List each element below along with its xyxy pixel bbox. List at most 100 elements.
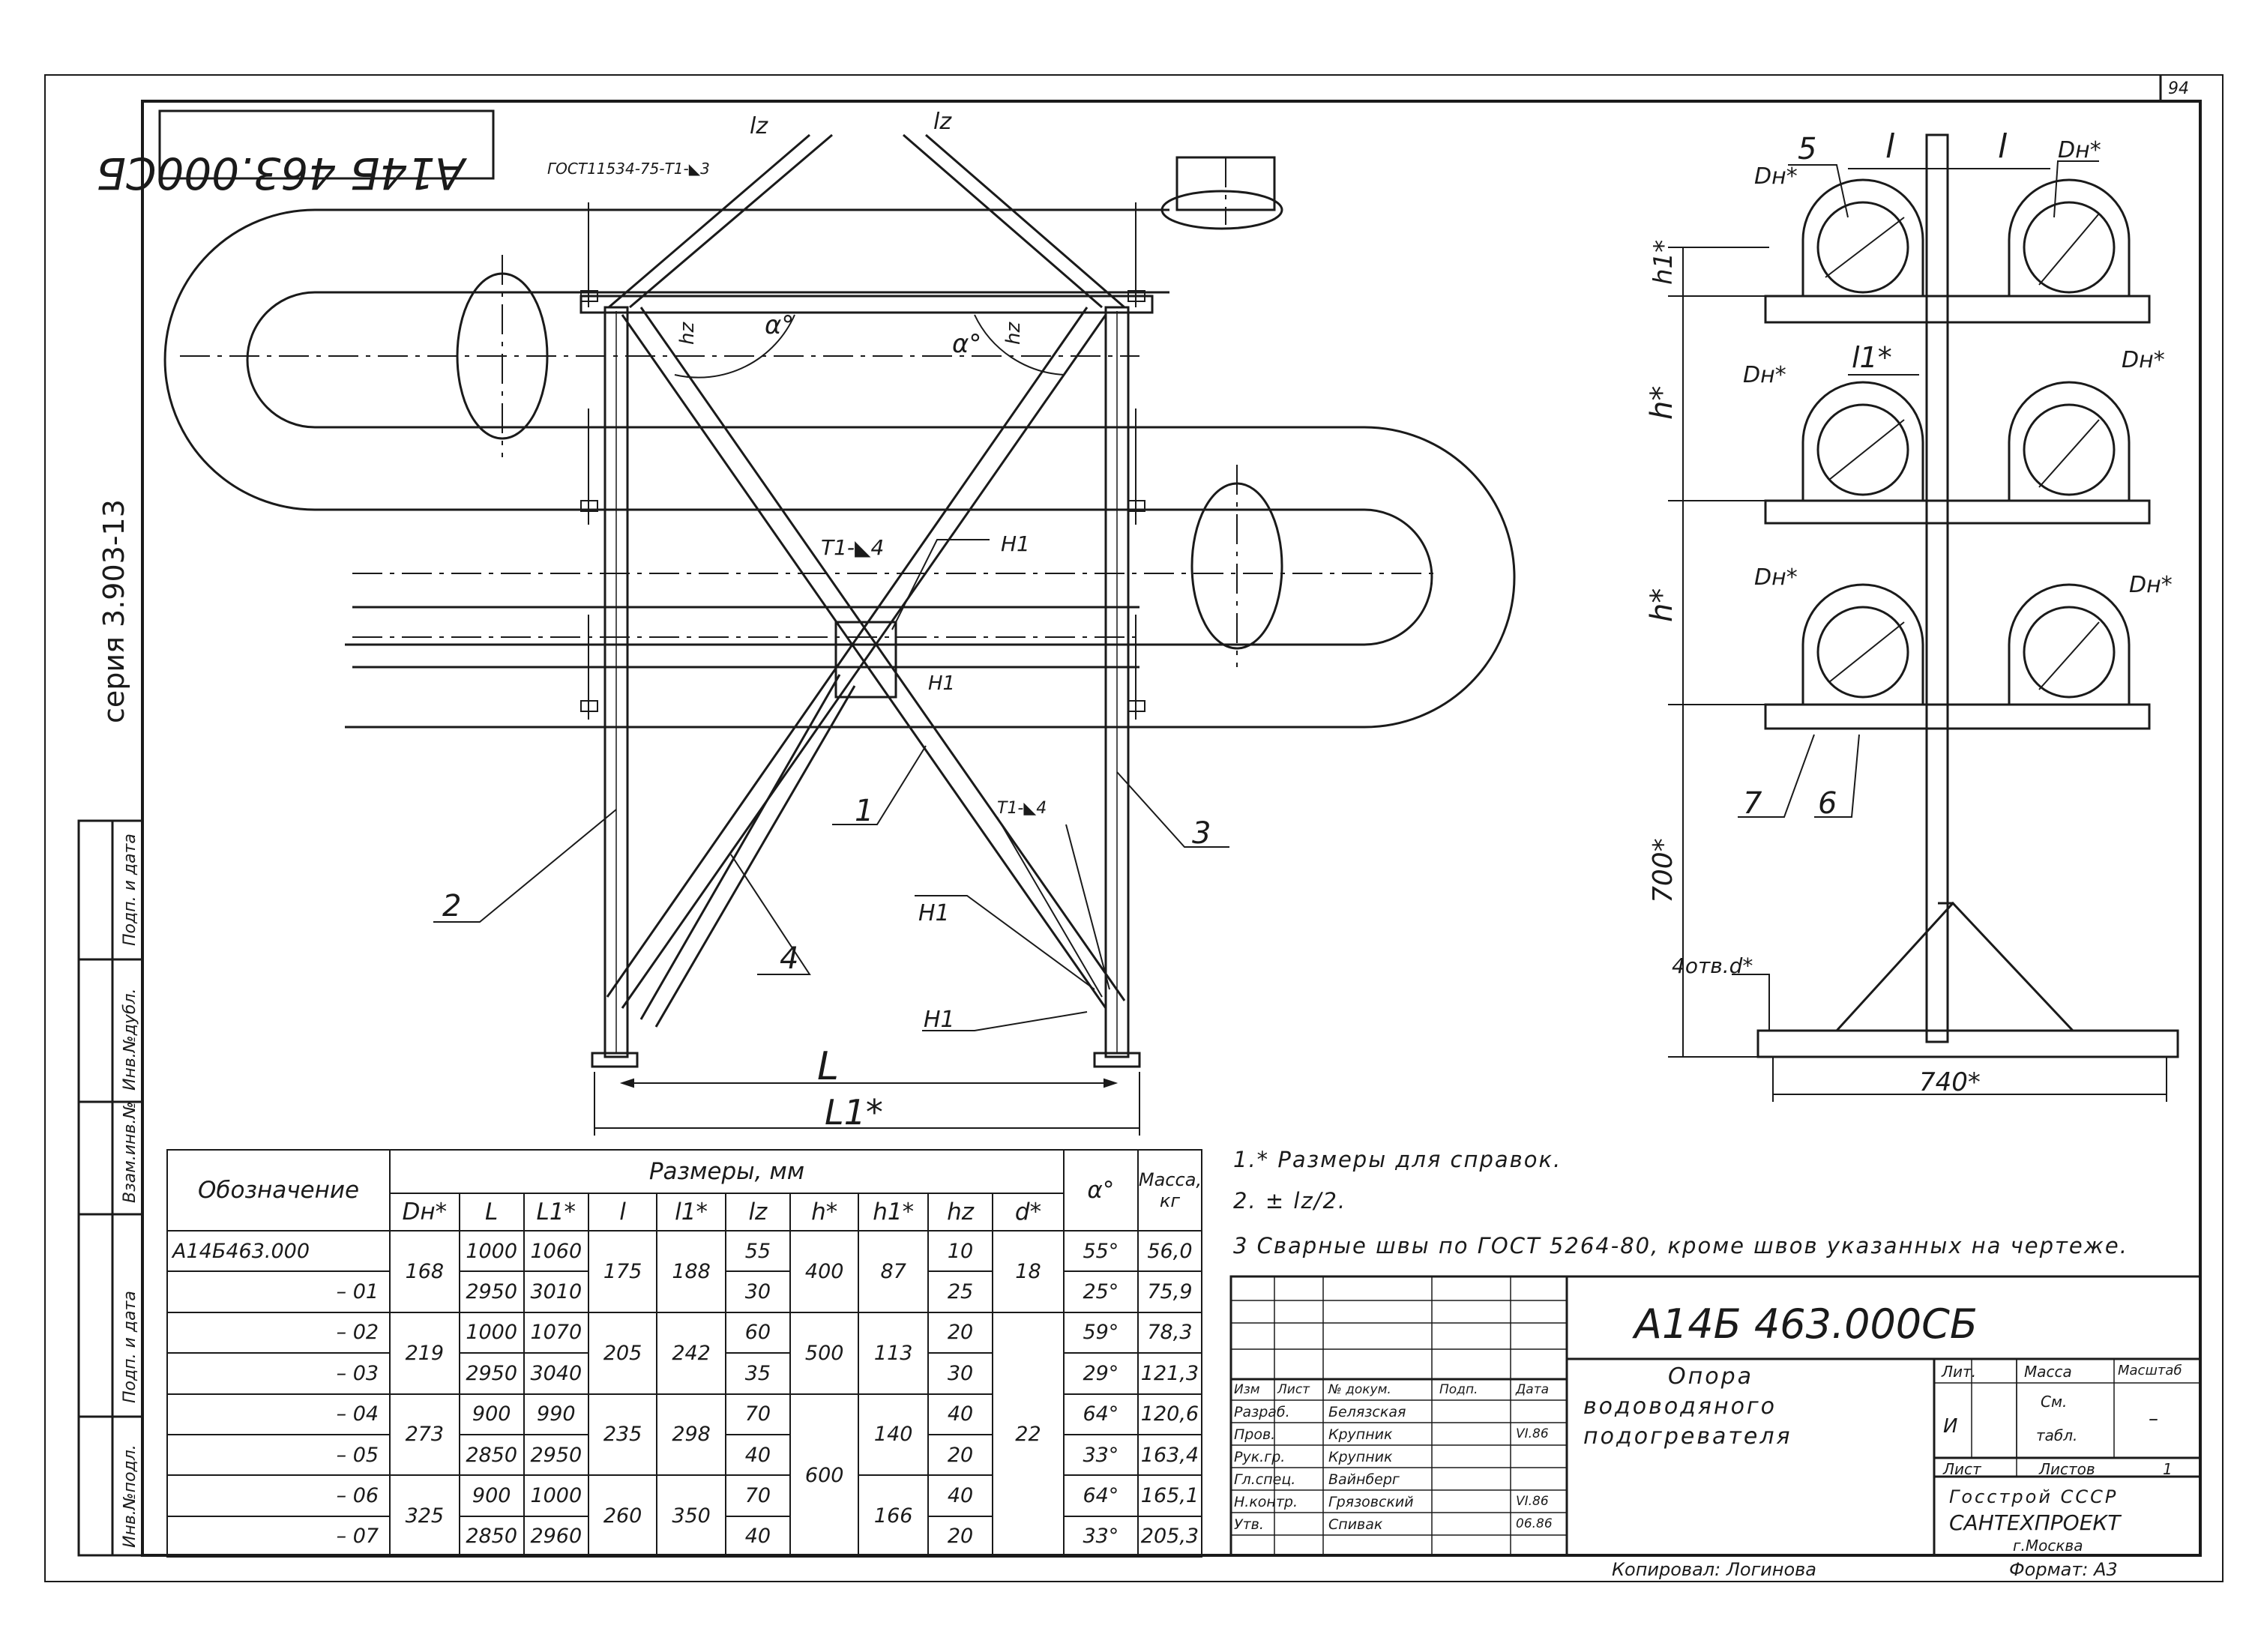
cell-hz: 40 — [927, 1393, 994, 1435]
h1-label-d: Н1 — [924, 1007, 955, 1033]
cell-h1: 87 — [858, 1230, 929, 1313]
cell-lz: 40 — [724, 1515, 791, 1558]
tb-role-6: Утв. — [1234, 1516, 1264, 1533]
cell-h: 400 — [789, 1230, 860, 1313]
copied-by: Копировал: Логинова — [1612, 1559, 1816, 1580]
dim-l-label: L — [817, 1044, 839, 1089]
cell-l1: 298 — [656, 1393, 726, 1477]
cell-L1: 1070 — [523, 1311, 589, 1354]
row-name: – 01 — [166, 1270, 391, 1313]
dn-label-3: Dн* — [1743, 362, 1786, 388]
dn-label-5: Dн* — [1754, 564, 1798, 591]
tb-role-2: Пров. — [1234, 1426, 1276, 1443]
tb-date-3: 06.86 — [1516, 1516, 1553, 1531]
tb-role-5: Н.контр. — [1234, 1494, 1298, 1510]
row-name: – 03 — [166, 1352, 391, 1395]
h1-label-b: Н1 — [928, 672, 955, 695]
cell-dn: 219 — [389, 1311, 460, 1395]
cell-hz: 20 — [927, 1311, 994, 1354]
position-6: 6 — [1818, 786, 1837, 821]
tb-sheet-header: Лист — [1943, 1460, 1981, 1478]
cell-alpha: 64° — [1062, 1393, 1139, 1435]
table-row: – 01 2950 3010 30 25 25° 75,9 — [166, 1270, 1203, 1313]
cell-mass: 163,4 — [1136, 1433, 1203, 1477]
position-2: 2 — [442, 889, 461, 923]
row-name: А14Б463.000 — [166, 1229, 391, 1273]
table-row: – 03 2950 3040 35 30 29° 121,3 — [166, 1352, 1203, 1395]
col-dn: Dн* — [389, 1193, 460, 1232]
table-row: – 05 2850 2950 40 20 33° 163,4 — [166, 1433, 1203, 1477]
cell-L1: 1000 — [523, 1474, 589, 1517]
position-3: 3 — [1192, 816, 1211, 851]
weld-t1b-label: Т1-◣4 — [997, 799, 1047, 818]
header-sizes: Размеры, мм — [389, 1149, 1065, 1194]
tb-mass-value-1: См. — [2041, 1393, 2068, 1411]
cell-lz: 70 — [724, 1474, 791, 1517]
row-name: – 02 — [166, 1311, 391, 1354]
side-h-b: h* — [1645, 588, 1679, 622]
cell-d: 18 — [992, 1230, 1065, 1313]
title-block-code: А14Б 463.000СБ — [1634, 1300, 1978, 1348]
col-l1: l1* — [656, 1193, 726, 1232]
cell-alpha: 25° — [1062, 1270, 1139, 1313]
tb-sheets-value: 1 — [2163, 1460, 2173, 1478]
tb-header-list: Лист — [1277, 1382, 1310, 1397]
tb-name-3: Крупник — [1328, 1449, 1393, 1465]
cell-lz: 60 — [724, 1311, 791, 1354]
stamp-podp-data: Подп. и дата — [121, 1291, 139, 1403]
cell-L1: 990 — [523, 1393, 589, 1435]
cell-l: 205 — [587, 1311, 658, 1395]
cell-L: 2850 — [458, 1433, 525, 1477]
dim-l1-label: L1* — [825, 1092, 883, 1133]
tb-name-6: Спивак — [1328, 1516, 1383, 1533]
tb-org-1: Госстрой СССР — [1949, 1486, 2119, 1507]
col-d: d* — [992, 1193, 1065, 1232]
cell-alpha: 59° — [1062, 1311, 1139, 1354]
table-row: – 02 219 1000 1070 205 242 60 500 113 20… — [166, 1311, 1203, 1558]
cell-lz: 70 — [724, 1393, 791, 1435]
cell-l1: 350 — [656, 1474, 726, 1558]
side-holes: 4отв.d* — [1672, 953, 1753, 978]
cell-mass: 56,0 — [1136, 1229, 1203, 1273]
tb-org-2: САНТЕХПРОЕКТ — [1949, 1510, 2121, 1535]
tb-mass-header: Масса — [2024, 1363, 2072, 1381]
tb-name-5: Грязовский — [1328, 1494, 1414, 1510]
tb-lit-header: Лит. — [1942, 1363, 1977, 1381]
cell-dn: 273 — [389, 1393, 460, 1477]
alpha-right-label: α° — [952, 329, 981, 359]
note-1: 1.* Размеры для справок. — [1233, 1147, 1562, 1172]
note-2: 2. ± lz/2. — [1233, 1188, 1347, 1214]
tb-mass-value-2: табл. — [2036, 1426, 2078, 1444]
lz-left-label: lz — [750, 113, 768, 139]
h1-label-c: Н1 — [918, 900, 950, 926]
header-mass: Масса, кг — [1136, 1149, 1203, 1232]
cell-l1: 188 — [656, 1230, 726, 1313]
stamp-podp-data-top: Подп. и дата — [121, 833, 139, 946]
cell-L: 1000 — [458, 1229, 525, 1273]
side-h-a: h* — [1645, 386, 1679, 420]
tb-date-2: VI.86 — [1516, 1494, 1549, 1509]
stamp-vzam-inv: Взам.инв.№ — [121, 1102, 139, 1203]
series-label: серия 3.903-13 — [97, 499, 130, 723]
title-line-1: Опора — [1668, 1363, 1754, 1390]
tb-header-date: Дата — [1516, 1382, 1550, 1397]
tb-role-4: Гл.спец. — [1234, 1471, 1296, 1488]
dn-label-4: Dн* — [2122, 347, 2165, 373]
weld-t1-label: Т1-◣4 — [821, 535, 884, 560]
sheet-corner-number: 94 — [2168, 79, 2189, 98]
cell-L1: 2960 — [523, 1515, 589, 1558]
cell-L1: 1060 — [523, 1229, 589, 1273]
h1-label-a: Н1 — [1001, 531, 1030, 556]
hz-right-label: hz — [1002, 322, 1025, 345]
cell-L1: 3040 — [523, 1352, 589, 1395]
weld-note-top: ГОСТ11534-75-Т1-◣3 — [547, 160, 710, 178]
cell-h1: 166 — [858, 1474, 929, 1558]
cell-l: 235 — [587, 1393, 658, 1477]
cell-hz: 20 — [927, 1515, 994, 1558]
cell-l: 260 — [587, 1474, 658, 1558]
row-name: – 05 — [166, 1433, 391, 1477]
cell-L: 1000 — [458, 1311, 525, 1354]
cell-alpha: 33° — [1062, 1515, 1139, 1558]
cell-alpha: 64° — [1062, 1474, 1139, 1517]
cell-L1: 3010 — [523, 1270, 589, 1313]
